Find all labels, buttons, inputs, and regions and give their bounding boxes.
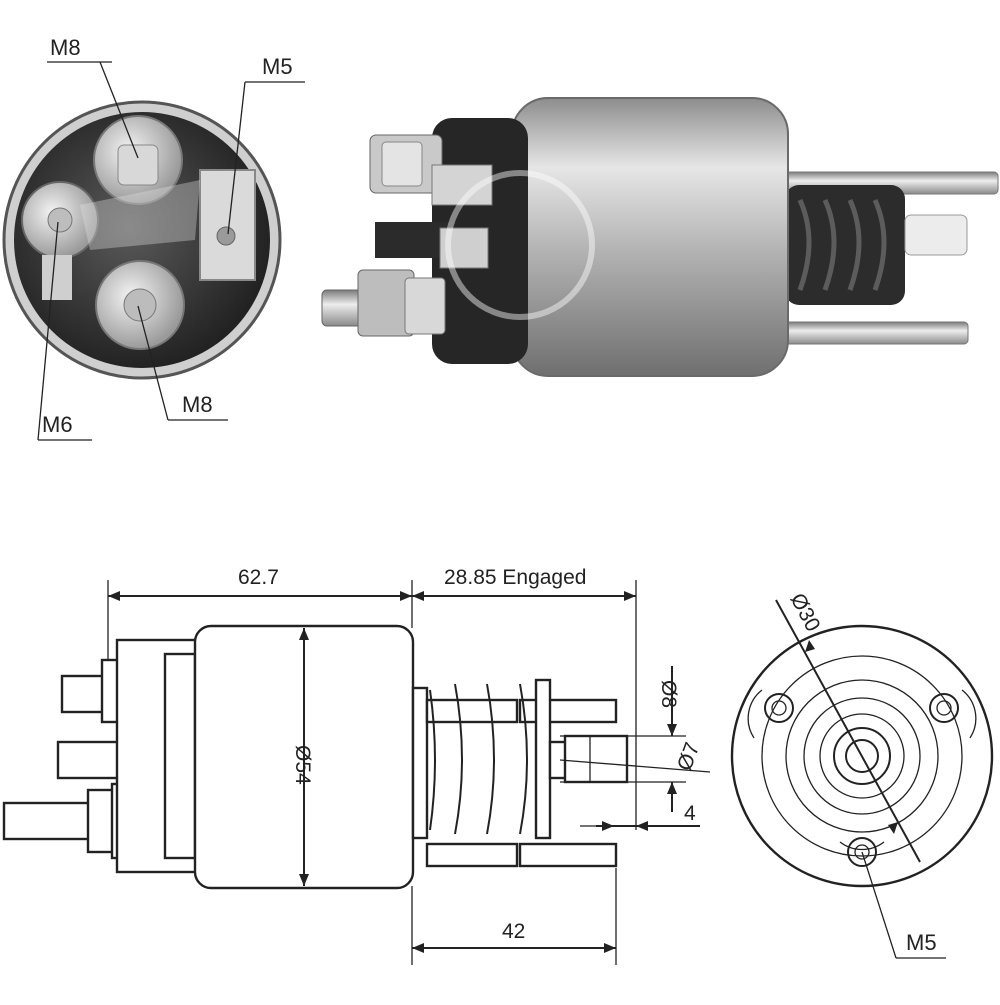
mount-hole-3: [847, 837, 877, 867]
dim-plunger-inner: Ø7: [673, 740, 704, 774]
label-m5-bottom: M5: [906, 930, 937, 955]
mount-hole-1: [764, 693, 794, 723]
side-view-photo: [321, 97, 999, 377]
plunger-tip: [904, 214, 968, 256]
plunger-spring: [785, 185, 905, 305]
end-drawing: Ø30 M5: [730, 590, 994, 959]
mount-stud-bottom: [779, 321, 969, 345]
dim-plunger-outer: Ø8: [657, 680, 680, 708]
terminal-m6-lug: [42, 255, 72, 300]
dim-plunger-offset: 4: [684, 802, 696, 825]
end-view-photo: [2, 100, 282, 380]
end-view-leaders: M8 M5 M6 M8: [37, 35, 305, 441]
label-m8-top: M8: [50, 35, 81, 60]
solenoid-body: [511, 97, 789, 377]
terminal-strap: [80, 180, 200, 250]
mount-hole-2: [929, 693, 959, 723]
watermark-logo: [445, 170, 595, 320]
drawing-stud-top: [425, 698, 519, 724]
terminal-m5-bracket: [199, 169, 256, 281]
drawing-plunger: [563, 734, 629, 784]
drawing-stud-bottom: [425, 842, 519, 868]
label-m8-bottom: M8: [182, 392, 213, 417]
dim-stud-length: 42: [502, 920, 525, 943]
dim-body-diameter: Ø54: [291, 745, 314, 785]
label-m6: M6: [42, 412, 73, 437]
dim-plunger-travel: 28.85 Engaged: [444, 566, 586, 589]
drawing-spring: [429, 683, 528, 835]
dim-body-length: 62.7: [238, 566, 279, 589]
label-m5-top: M5: [262, 54, 293, 79]
side-drawing: [2, 624, 629, 890]
